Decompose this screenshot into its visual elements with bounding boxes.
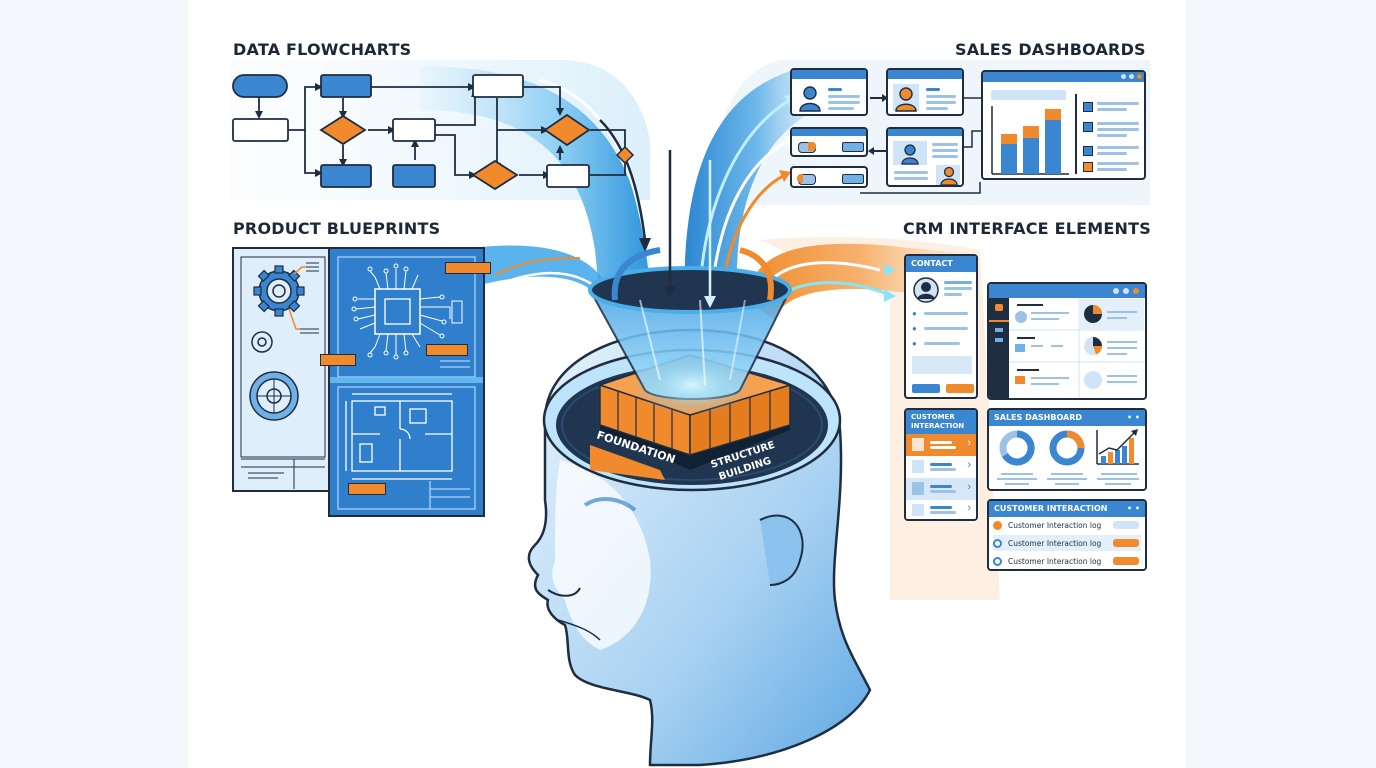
log-action-button[interactable] xyxy=(1113,521,1139,529)
log-row-label: Customer Interaction log xyxy=(1008,556,1102,566)
crm-dashboard-window xyxy=(987,282,1147,400)
chevron-right-icon: › xyxy=(967,481,971,493)
sidebar-contacts-icon[interactable] xyxy=(995,304,1003,311)
toggle-widget xyxy=(790,127,868,157)
location-pin-icon: ● xyxy=(912,339,917,348)
log-action-button[interactable] xyxy=(1113,539,1139,547)
trend-chart-icon xyxy=(1096,429,1139,465)
notes-field[interactable] xyxy=(912,356,972,374)
section-title-data-flowcharts: DATA FLOWCHARTS xyxy=(233,40,412,59)
pie-chart-icon xyxy=(1084,337,1102,355)
user-icon xyxy=(895,87,917,112)
log-row[interactable]: Customer Interaction log xyxy=(993,535,1141,551)
list-item[interactable]: › xyxy=(906,478,976,500)
dashboard-connectors xyxy=(860,94,982,194)
avatar-icon xyxy=(913,277,939,303)
list-title-line2: INTERACTION xyxy=(911,422,965,430)
log-row[interactable]: Customer Interaction log xyxy=(993,553,1141,569)
contact-secondary-button[interactable] xyxy=(946,384,974,393)
user-icon xyxy=(799,86,821,112)
list-title-line1: CUSTOMER xyxy=(911,413,955,421)
callout-label xyxy=(445,262,491,274)
profile-card-widget xyxy=(886,68,964,116)
chevron-right-icon: › xyxy=(967,437,971,449)
crm-sidebar xyxy=(989,298,1009,398)
contact-card-title: CONTACT xyxy=(906,256,976,272)
left-margin-panel xyxy=(0,0,188,768)
log-row[interactable]: Customer Interaction log xyxy=(993,517,1141,533)
callout-label xyxy=(320,354,356,366)
interaction-log-title: CUSTOMER INTERACTION xyxy=(994,504,1108,513)
stacked-bar-chart xyxy=(991,106,1069,175)
floor-plan-icon xyxy=(345,393,453,480)
donut-chart-icon xyxy=(1049,430,1085,466)
customer-interaction-list: CUSTOMER INTERACTION › › › › xyxy=(904,408,978,521)
sidebar-menu-icon[interactable] xyxy=(995,328,1003,332)
window-controls[interactable]: • • xyxy=(1126,504,1140,513)
profile-gallery-widget xyxy=(886,127,964,187)
section-title-crm-interface: CRM INTERFACE ELEMENTS xyxy=(903,219,1151,238)
toggle-widget xyxy=(790,166,868,188)
customer-interaction-log-panel: CUSTOMER INTERACTION • • Customer Intera… xyxy=(987,499,1147,571)
log-row-label: Customer Interaction log xyxy=(1008,520,1102,530)
donut-chart-icon xyxy=(999,430,1035,466)
user-icon xyxy=(940,166,958,185)
window-controls[interactable]: • • xyxy=(1126,413,1140,422)
sidebar-menu-icon[interactable] xyxy=(995,338,1003,342)
user-icon xyxy=(901,144,919,165)
status-dot-icon xyxy=(993,556,1002,566)
gear-icon xyxy=(253,265,305,317)
list-item[interactable]: › xyxy=(906,456,976,478)
contact-card: CONTACT ● ● ● xyxy=(904,254,978,399)
person-icon: ● xyxy=(912,324,917,333)
pie-chart-icon xyxy=(1084,305,1102,323)
data-flowchart xyxy=(232,74,635,191)
flowchart-start-terminator xyxy=(232,74,288,98)
circuit-blueprint-sheet xyxy=(320,247,491,517)
log-action-button[interactable] xyxy=(1113,557,1139,565)
chevron-right-icon: › xyxy=(967,459,971,471)
section-title-product-blueprints: PRODUCT BLUEPRINTS xyxy=(233,219,441,238)
list-item[interactable]: › xyxy=(906,500,976,519)
list-item[interactable]: › xyxy=(906,434,976,456)
callout-label xyxy=(348,483,386,495)
sales-chart-window xyxy=(981,70,1146,180)
gear-icon xyxy=(249,371,299,421)
status-dot-icon xyxy=(993,520,1002,530)
contact-primary-button[interactable] xyxy=(912,384,940,393)
person-icon: ● xyxy=(912,309,917,318)
sales-dashboard-panel: SALES DASHBOARD • • xyxy=(987,408,1147,491)
status-dot-icon xyxy=(993,538,1002,548)
chevron-right-icon: › xyxy=(967,502,971,514)
gear-icon xyxy=(251,331,273,353)
sales-dashboard-title: SALES DASHBOARD xyxy=(994,413,1083,422)
log-row-label: Customer Interaction log xyxy=(1008,538,1102,548)
contact-card-widget xyxy=(790,68,868,116)
section-title-sales-dashboards: SALES DASHBOARDS xyxy=(955,40,1146,59)
right-margin-panel xyxy=(1186,0,1376,768)
gear-blueprint-sheet xyxy=(232,247,332,492)
callout-label xyxy=(426,344,468,356)
microchip-icon xyxy=(374,288,421,335)
